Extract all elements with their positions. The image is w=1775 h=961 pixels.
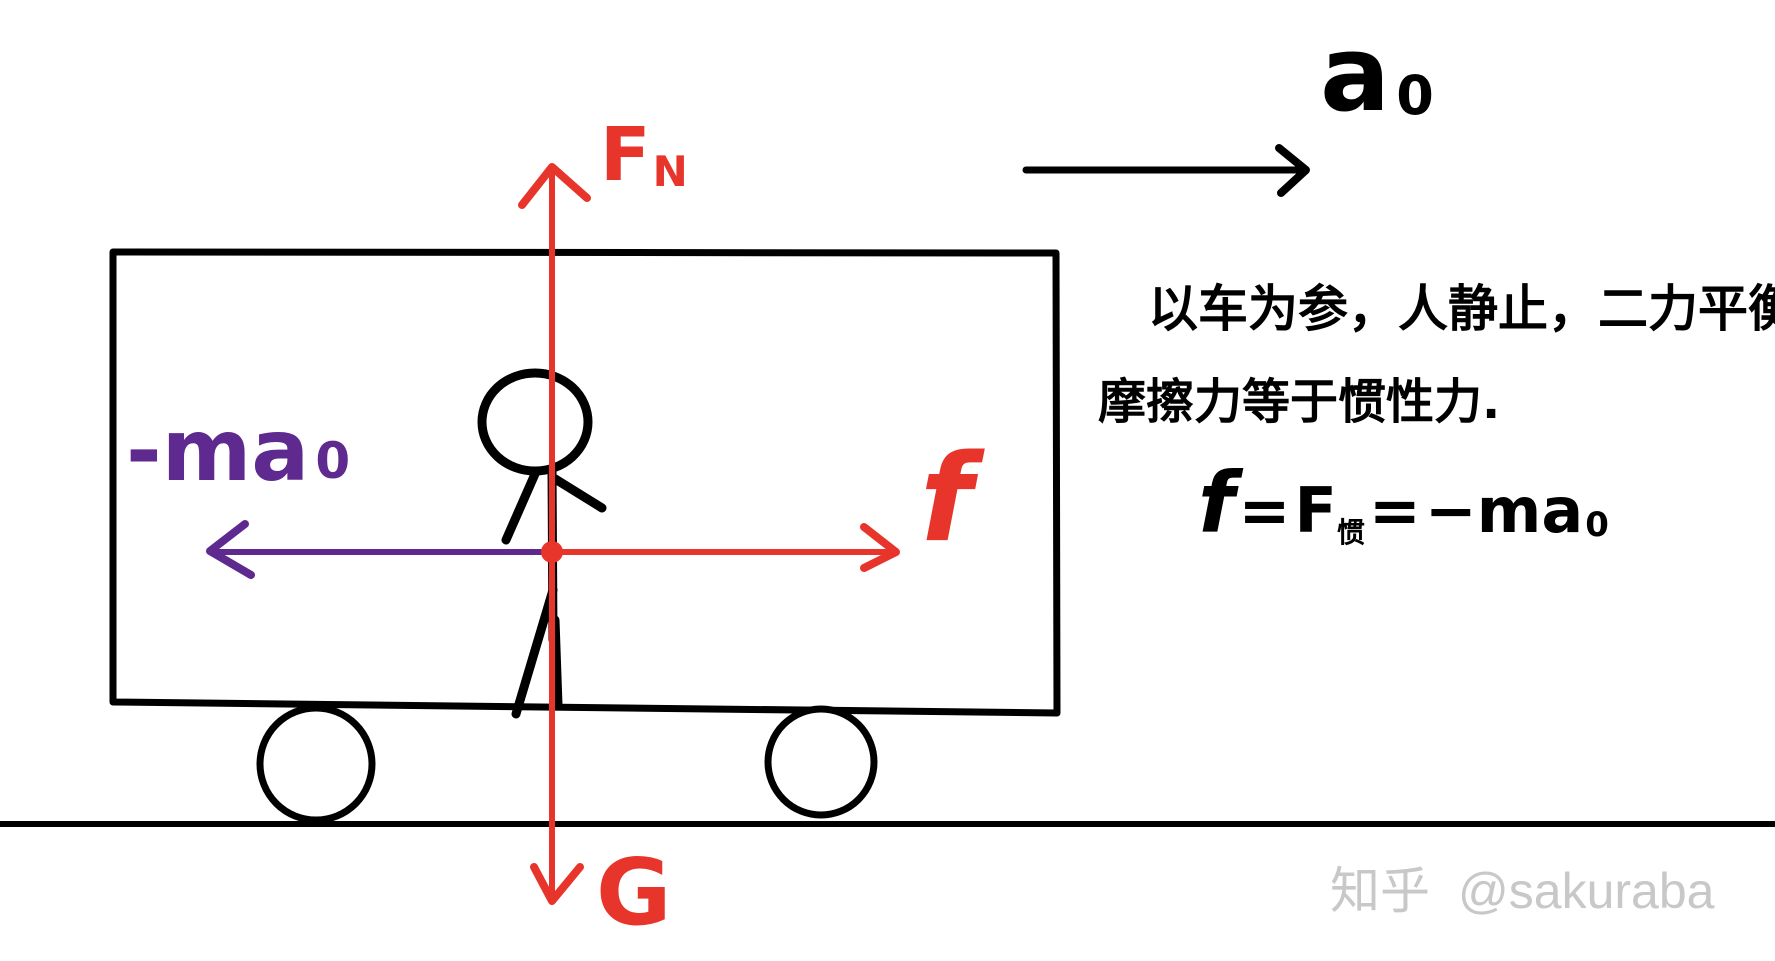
gravity-label: G [596, 839, 672, 946]
note-equation: f=F惯=−ma0 [1198, 454, 1609, 552]
person-leg-right [550, 615, 563, 710]
inertial-force-arrowhead [206, 520, 255, 579]
person-head [477, 368, 593, 476]
force-origin-point [541, 541, 563, 563]
normal-force-label: FN [600, 112, 688, 198]
note-line-1: 以车为参，人静止，二力平衡 [1148, 280, 1775, 338]
gravity-arrowhead [530, 863, 584, 905]
cart-wheel-left [256, 704, 376, 824]
friction-arrowhead [860, 523, 900, 572]
normal-force-arrowhead [518, 163, 591, 209]
note-line-2: 摩擦力等于惯性力. [1098, 374, 1500, 430]
cart-body [109, 248, 1061, 717]
person-leg-left [511, 585, 558, 719]
person-arm-right [547, 472, 607, 513]
friction-label: f [920, 430, 985, 569]
stick-figure-person [477, 368, 607, 719]
watermark-user: @sakuraba [1458, 863, 1715, 919]
acceleration-arrowhead [1275, 144, 1310, 197]
watermark-brand: 知乎 [1330, 863, 1430, 919]
cart-wheel-right [764, 705, 878, 819]
person-arm-left [501, 469, 540, 545]
